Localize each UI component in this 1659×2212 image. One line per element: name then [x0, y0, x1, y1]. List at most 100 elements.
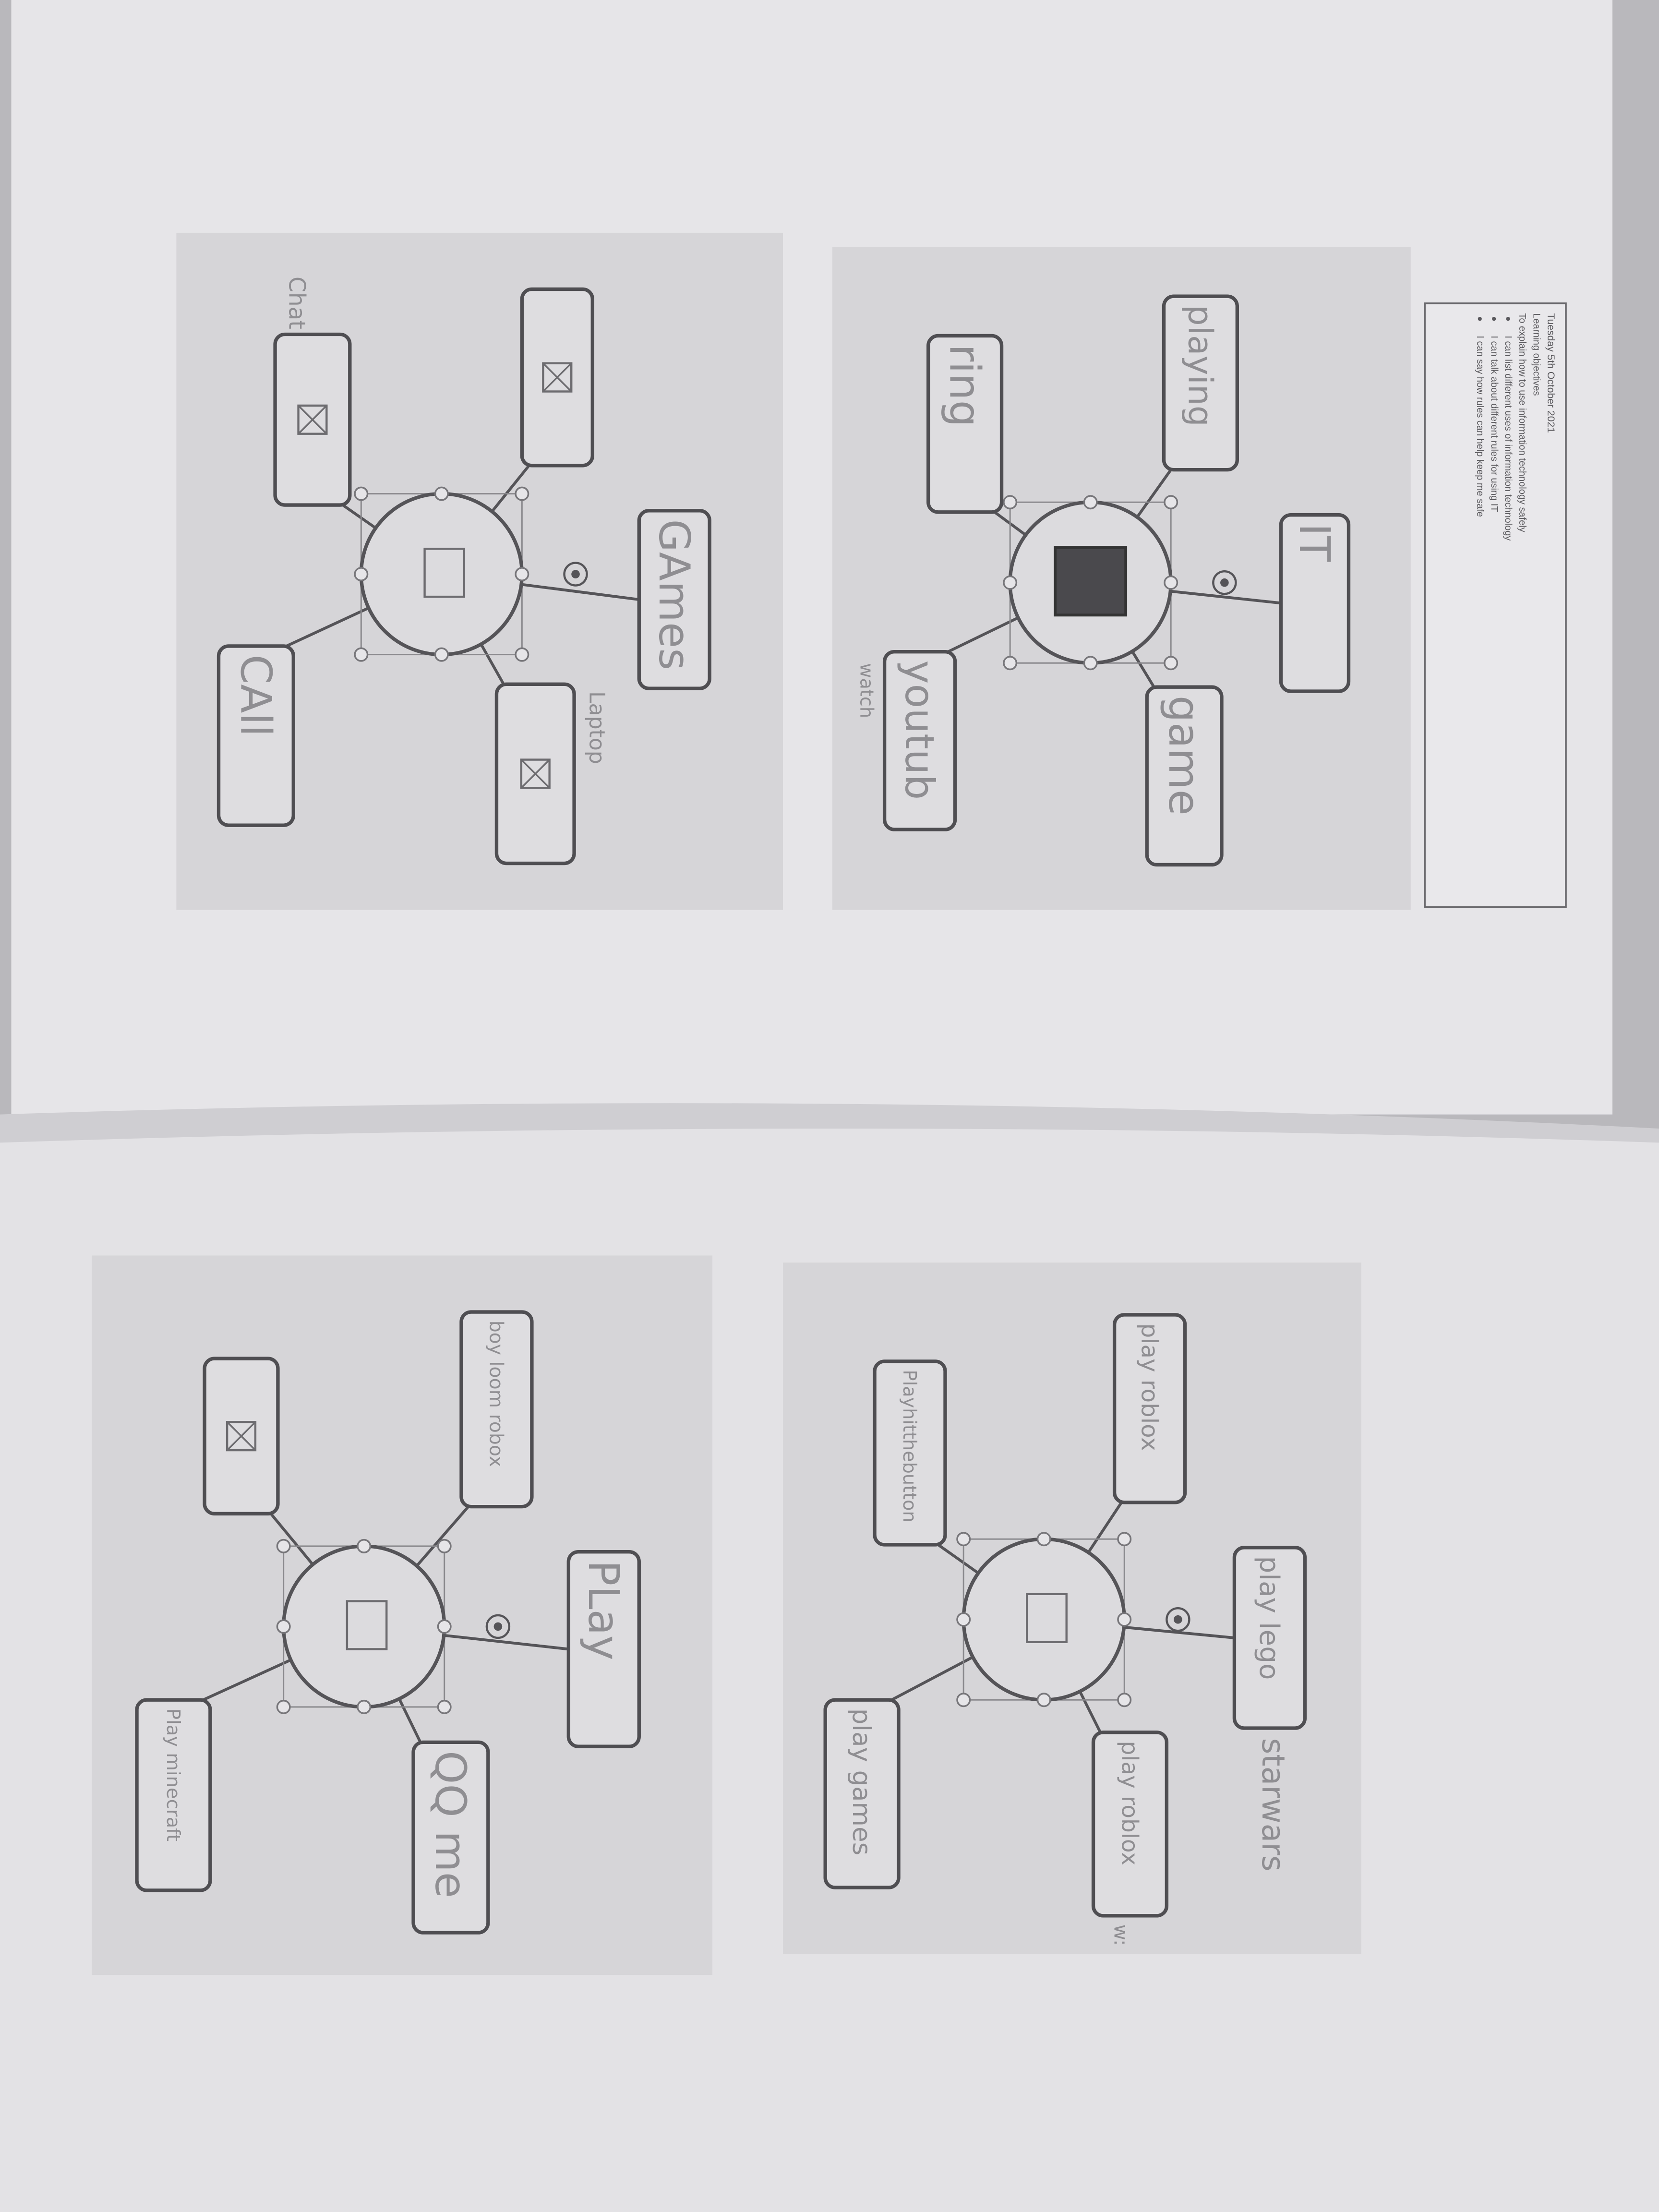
rotate-handle-icon	[485, 1614, 511, 1639]
bullet-dot	[1492, 317, 1496, 321]
mind-map-box	[1112, 1313, 1187, 1504]
pencil-sketch-icon	[226, 1421, 257, 1452]
resize-handle	[354, 647, 369, 662]
handwritten-label: playing	[1181, 305, 1219, 427]
resize-handle	[276, 1619, 291, 1634]
handwritten-label: boy loom robox	[485, 1321, 507, 1467]
rotate-handle-dot	[493, 1622, 503, 1631]
mind-map-box	[1162, 294, 1239, 472]
resize-handle	[956, 1693, 971, 1707]
resize-handle	[956, 1612, 971, 1627]
handwritten-label: IT	[1290, 523, 1339, 562]
rotate-handle-icon	[1166, 1607, 1190, 1632]
mind-map-worksheet-bottom-right: Playhitthebutton play roblox play lego play…	[783, 1262, 1361, 1954]
bullet-dot	[1478, 317, 1482, 321]
handwritten-label: play games	[847, 1708, 876, 1855]
rotate-handle-dot	[571, 570, 580, 578]
rotate-handle-dot	[1220, 578, 1229, 587]
resize-handle	[354, 486, 369, 501]
resize-handle	[515, 567, 529, 582]
resize-handle	[357, 1539, 372, 1553]
resize-handle	[276, 1539, 291, 1553]
resize-handle	[434, 486, 449, 501]
mind-map-box	[411, 1740, 490, 1935]
sketch-cross	[298, 405, 327, 434]
resize-handle	[1003, 575, 1018, 590]
central-circle	[282, 1544, 446, 1709]
pencil-sketch-icon	[520, 758, 551, 789]
resize-handle	[1036, 1532, 1051, 1547]
resize-handle	[1117, 1612, 1132, 1627]
mind-map-box	[459, 1310, 534, 1509]
handwritten-label: game	[1159, 696, 1209, 816]
handwritten-note: starwars	[1255, 1738, 1291, 1872]
device-drawing-icon	[346, 1600, 388, 1650]
rotate-handle-icon	[1212, 570, 1237, 595]
objectives-line: I can list different uses of information…	[1503, 336, 1514, 541]
resize-handle	[515, 486, 529, 501]
phone-drawing-icon	[1054, 546, 1128, 617]
mind-map-box	[1091, 1731, 1169, 1918]
mind-map-box	[637, 509, 711, 690]
resize-handle	[1164, 575, 1178, 590]
mind-map-box	[926, 334, 1004, 514]
device-drawing-icon	[423, 547, 466, 598]
sketch-cross	[520, 759, 550, 789]
mind-map-box	[882, 650, 957, 831]
device-drawing-icon	[1026, 1593, 1068, 1643]
mind-map-box	[1279, 513, 1351, 693]
handwritten-label: PLay	[579, 1560, 628, 1660]
handwritten-label: play lego	[1253, 1556, 1285, 1680]
resize-handle	[1083, 495, 1098, 510]
handwritten-label: youtub	[896, 660, 943, 800]
bullet-dot	[1506, 317, 1510, 321]
mind-map-box	[1232, 1546, 1307, 1730]
resize-handle	[1083, 656, 1098, 671]
resize-handle	[437, 1699, 452, 1714]
resize-handle	[1164, 656, 1178, 671]
objectives-line: I can say how rules can help keep me saf…	[1475, 336, 1485, 517]
resize-handle	[1003, 656, 1018, 671]
sketch-cross	[542, 362, 572, 392]
objectives-date: Tuesday 5th October 2021	[1545, 313, 1556, 433]
handwritten-note: Chat	[283, 276, 310, 329]
resize-handle	[1117, 1693, 1132, 1707]
handwritten-label: GAmes	[649, 519, 699, 670]
handwritten-label: QQ me	[426, 1751, 475, 1898]
mind-map-box	[823, 1698, 901, 1889]
handwritten-label: play roblox	[1117, 1741, 1143, 1865]
rotate-handle-icon	[563, 562, 588, 587]
central-circle	[359, 492, 524, 657]
mind-map-box	[135, 1698, 212, 1892]
handwritten-note: Laptop	[584, 691, 609, 764]
handwritten-label: CAll	[231, 655, 281, 737]
pencil-sketch-icon	[297, 404, 328, 435]
handwritten-note: w:	[1110, 1924, 1133, 1946]
handwritten-label: play roblox	[1136, 1323, 1163, 1451]
resize-handle	[357, 1699, 372, 1714]
mind-map-box	[566, 1550, 641, 1748]
rotate-handle-dot	[1174, 1615, 1182, 1624]
resize-handle	[956, 1532, 971, 1547]
mind-map-box	[216, 644, 295, 827]
resize-handle	[437, 1619, 452, 1634]
mind-map-box	[1145, 685, 1224, 867]
objectives-line: I can talk about different rules for usi…	[1489, 336, 1499, 512]
mind-map-box	[873, 1359, 947, 1547]
central-circle	[962, 1537, 1126, 1702]
pencil-sketch-icon	[542, 362, 573, 393]
handwritten-label: Play minecraft	[162, 1708, 184, 1841]
resize-handle	[354, 567, 369, 582]
resize-handle	[1164, 495, 1178, 510]
resize-handle	[434, 647, 449, 662]
resize-handle	[276, 1699, 291, 1714]
handwritten-label: Playhitthebutton	[899, 1370, 920, 1523]
resize-handle	[515, 647, 529, 662]
handwritten-label: ring	[940, 344, 989, 427]
